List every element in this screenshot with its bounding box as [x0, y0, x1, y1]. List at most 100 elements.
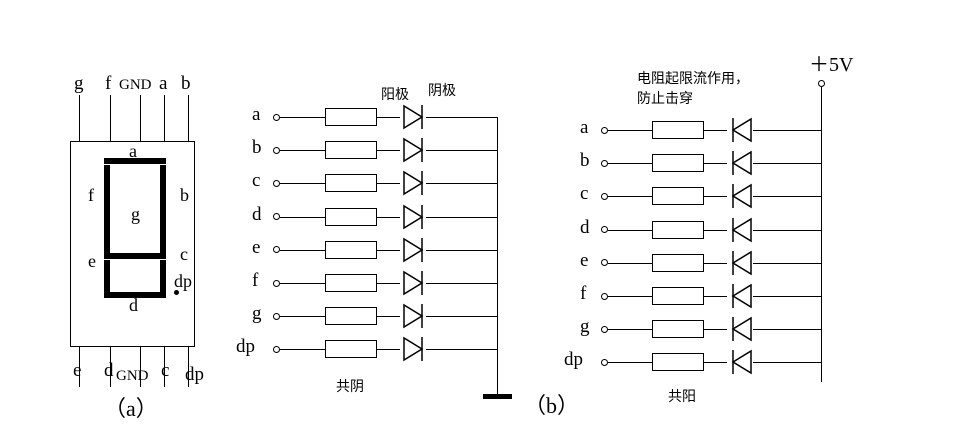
diode-b: [727, 150, 753, 181]
bottom-pin-label-dp: dp: [185, 364, 204, 385]
row-label-a: a: [252, 104, 261, 125]
wire-mid-c: [704, 196, 727, 198]
caption-b: （b）: [524, 393, 580, 418]
segment-label-f: f: [88, 185, 94, 205]
anode-annotation: 阳极: [381, 87, 409, 103]
bottom-pin-label-gnd: GND: [116, 368, 149, 384]
diode-dp: [727, 349, 753, 380]
diode-g: [400, 303, 426, 334]
wire-bus-dp: [753, 362, 822, 364]
diode-e: [727, 250, 753, 281]
row-label-e: e: [580, 249, 589, 271]
row-terminal-e[interactable]: [273, 246, 280, 254]
row-label-dp: dp: [564, 349, 583, 371]
diode-b: [400, 137, 426, 168]
segment-bar-f: [104, 165, 110, 255]
row-label-f: f: [252, 270, 259, 291]
wire-mid-b: [377, 150, 400, 152]
top-pin-label-b: b: [181, 73, 191, 94]
top-pin-lead-f: [110, 95, 111, 141]
wire-lead-f: [608, 296, 652, 297]
wire-lead-a: [280, 117, 325, 118]
wire-bus-d: [753, 229, 822, 231]
wire-lead-dp: [608, 362, 652, 364]
top-pin-label-a: a: [159, 73, 168, 94]
row-terminal-c[interactable]: [273, 179, 280, 187]
wire-mid-b: [704, 163, 727, 165]
bottom-pin-label-c: c: [161, 360, 170, 381]
top-pin-lead-a: [164, 95, 165, 141]
row-label-g: g: [580, 316, 590, 338]
wire-lead-f: [280, 283, 325, 284]
wire-lead-d: [280, 216, 325, 218]
row-terminal-g[interactable]: [601, 325, 608, 333]
segment-bar-e: [104, 260, 110, 294]
resistor-a: [325, 108, 377, 126]
row-terminal-d[interactable]: [601, 226, 608, 234]
supply-terminal[interactable]: [818, 80, 825, 87]
segment-label-e: e: [88, 251, 96, 271]
wire-lead-g: [608, 329, 652, 331]
wire-bus-dp: [426, 349, 498, 351]
resistor-e: [652, 253, 704, 272]
row-terminal-a[interactable]: [273, 113, 280, 121]
bottom-pin-lead-c: [164, 347, 165, 387]
wire-bus-g: [753, 329, 822, 331]
row-label-d: d: [252, 203, 262, 225]
resistor-b: [652, 154, 704, 173]
resistor-e: [325, 240, 377, 259]
supply-label-5v: ＋5V: [809, 54, 854, 76]
resistor-note-line2: 防止击穿: [637, 91, 693, 107]
wire-lead-e: [280, 249, 325, 251]
resistor-dp: [652, 353, 704, 372]
row-label-a: a: [580, 117, 589, 138]
wire-bus-d: [426, 216, 498, 218]
wire-mid-c: [377, 183, 400, 185]
common-cathode-bus: [497, 117, 498, 394]
resistor-f: [325, 274, 377, 292]
resistor-b: [325, 141, 377, 160]
row-terminal-f[interactable]: [601, 292, 608, 300]
top-pin-label-g: g: [74, 73, 84, 94]
row-terminal-c[interactable]: [601, 192, 608, 200]
wire-mid-e: [377, 249, 400, 251]
caption-a: （a）: [104, 396, 158, 421]
wire-lead-b: [608, 163, 652, 165]
diode-g: [727, 316, 753, 347]
wire-bus-b: [753, 163, 822, 165]
segment-bar-d: [104, 292, 166, 298]
row-terminal-b[interactable]: [601, 159, 608, 167]
resistor-note-line1: 电阻起限流作用，: [637, 71, 749, 87]
wire-bus-g: [426, 316, 498, 318]
bottom-pin-label-e: e: [73, 360, 82, 381]
wire-mid-g: [704, 329, 727, 331]
wire-lead-c: [280, 183, 325, 185]
wire-bus-f: [426, 283, 498, 284]
bottom-pin-lead-dp: [188, 347, 189, 387]
wire-mid-f: [704, 296, 727, 297]
diode-d: [400, 204, 426, 235]
segment-bar-g: [104, 253, 166, 259]
resistor-c: [652, 187, 704, 206]
row-terminal-f[interactable]: [273, 279, 280, 287]
row-terminal-e[interactable]: [601, 259, 608, 267]
segment-bar-b: [160, 165, 166, 255]
row-label-c: c: [580, 183, 589, 205]
segment-label-c: c: [180, 244, 188, 264]
row-terminal-d[interactable]: [273, 213, 280, 221]
row-terminal-dp[interactable]: [601, 358, 608, 366]
diode-c: [400, 170, 426, 201]
diode-dp: [400, 336, 426, 367]
row-terminal-b[interactable]: [273, 146, 280, 154]
wire-bus-e: [753, 262, 822, 264]
row-terminal-dp[interactable]: [273, 345, 280, 353]
wire-bus-c: [753, 196, 822, 198]
wire-mid-dp: [377, 349, 400, 351]
wire-mid-d: [704, 229, 727, 231]
row-terminal-a[interactable]: [601, 126, 608, 134]
row-label-g: g: [252, 303, 262, 325]
row-terminal-g[interactable]: [273, 312, 280, 320]
diode-f: [400, 270, 426, 301]
resistor-d: [652, 220, 704, 239]
